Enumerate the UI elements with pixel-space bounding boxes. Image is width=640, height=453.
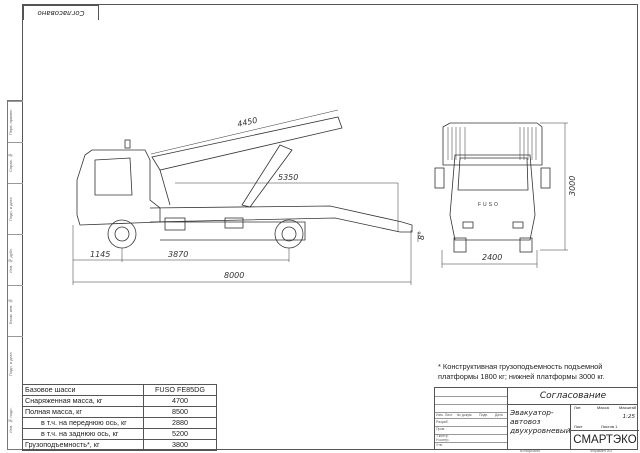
- chassis-frame: [160, 221, 306, 241]
- col-header: Масштаб: [619, 405, 637, 410]
- rev-label: Лист: [445, 413, 453, 417]
- product-name-line1: Эвакуатор-автовоз: [510, 408, 554, 426]
- rev-label: Дата: [495, 413, 503, 417]
- col-header: Масса: [597, 405, 609, 410]
- spec-label: в т.ч. на переднюю ось, кг: [22, 417, 144, 429]
- side-dimensions: [72, 109, 419, 285]
- upper-platform: [151, 116, 343, 171]
- dim-4450: 4450: [236, 116, 258, 129]
- spec-value: 4700: [143, 395, 217, 407]
- front-wheel: [107, 219, 137, 249]
- agreement-label: Согласование: [508, 388, 638, 405]
- title-block: Изм. Лист № докум. Подп. Дата Разраб. Пр…: [434, 387, 639, 450]
- cab-front: [449, 154, 536, 241]
- title-block-main: Согласование Эвакуатор-автовоз двухуровн…: [507, 388, 639, 450]
- lower-platform: [149, 205, 413, 233]
- product-name: Эвакуатор-автовоз двухуровневый: [508, 404, 571, 435]
- dim-8000: 8000: [224, 271, 244, 280]
- headlight: [512, 221, 524, 229]
- rev-label: № докум.: [457, 413, 473, 417]
- dim-3000: 3000: [568, 176, 577, 196]
- copied-label: Копировал: [520, 448, 540, 453]
- spec-label: в т.ч. на заднюю ось, кг: [22, 428, 144, 440]
- cab-outline: [76, 149, 161, 226]
- role-label: Н.контр.: [436, 438, 450, 442]
- dim-3870: 3870: [168, 250, 188, 259]
- front-hub: [114, 226, 130, 242]
- sheets-label: Листов 1: [601, 424, 618, 429]
- left-wheel: [453, 237, 467, 253]
- windshield: [457, 157, 529, 191]
- scale-value: 1:25: [622, 414, 635, 420]
- role-label: Утв.: [436, 443, 443, 447]
- role-label: Т.контр.: [436, 434, 449, 438]
- brand-label: FUSO: [478, 202, 500, 208]
- drawing-frame: [22, 4, 638, 450]
- capacity-note: * Конструктивная грузоподъемность подъем…: [438, 362, 605, 381]
- tool-box: [224, 217, 244, 229]
- spec-label: Полная масса, кг: [22, 406, 144, 418]
- spec-value: 5200: [143, 428, 217, 440]
- beacon: [124, 139, 131, 149]
- spec-value: 2880: [143, 417, 217, 429]
- col-header: Лит.: [574, 405, 582, 410]
- spec-label: Базовое шасси: [22, 384, 144, 396]
- fuel-tank: [164, 217, 186, 231]
- side-view: [76, 116, 413, 249]
- dim-1145: 1145: [90, 250, 110, 259]
- right-mirror: [540, 167, 551, 189]
- spec-value: FUSO FE85DG: [143, 384, 217, 396]
- spec-value: 8500: [143, 406, 217, 418]
- rear-wheel: [274, 219, 304, 249]
- right-wheel: [519, 237, 533, 253]
- revision-grid: Изм. Лист № докум. Подп. Дата Разраб. Пр…: [435, 388, 507, 449]
- rev-label: Изм.: [436, 413, 444, 417]
- role-label: Пров.: [436, 427, 446, 431]
- spec-label: Грузоподъемность*, кг: [22, 439, 144, 451]
- spec-value: 3800: [143, 439, 217, 451]
- info-grid: Лит. Масса Масштаб 1:25 Лист Листов 1: [570, 404, 639, 430]
- role-label: Разраб.: [436, 420, 449, 424]
- hydraulic-cylinder: [241, 144, 293, 208]
- dim-angle: 8°: [417, 231, 426, 240]
- front-view: [434, 122, 551, 253]
- left-mirror: [434, 167, 445, 189]
- platform-post: [159, 169, 171, 206]
- product-name-line2: двухуровневый: [510, 426, 571, 435]
- dim-2400: 2400: [482, 253, 502, 262]
- headlight: [462, 221, 474, 229]
- side-stamp-strip: Перв. примен. Справ. № Подп. и дата Инв.…: [7, 100, 23, 450]
- platform-rack: [442, 122, 543, 166]
- sheet-label: Лист: [574, 424, 583, 429]
- front-dimensions: [441, 122, 568, 268]
- dim-5350: 5350: [278, 173, 298, 182]
- company-name: СМАРТЭКО: [570, 430, 639, 450]
- rev-label: Подп.: [479, 413, 489, 417]
- cab-window: [94, 157, 133, 196]
- spec-label: Снаряженная масса, кг: [22, 395, 144, 407]
- format-label: Формат А3: [590, 448, 612, 453]
- rear-hub: [281, 226, 297, 242]
